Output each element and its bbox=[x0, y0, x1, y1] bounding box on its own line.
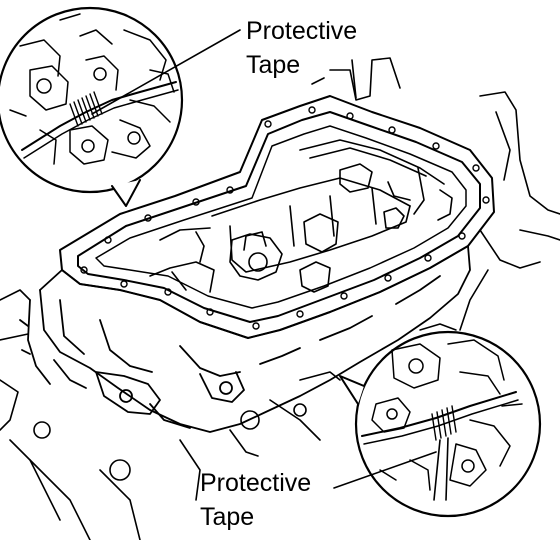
label-bottom-line2: Tape bbox=[200, 503, 255, 531]
protective-tape-label-bottom: Protective Tape bbox=[200, 466, 311, 534]
protective-tape-label-top: Protective Tape bbox=[246, 14, 357, 82]
leader-line-top bbox=[91, 29, 241, 115]
leader-line-bottom bbox=[333, 451, 437, 489]
protective-tape-hatch-bottom bbox=[431, 405, 457, 441]
oil-pan-side-wall bbox=[19, 245, 471, 433]
label-top-line2: Tape bbox=[246, 51, 301, 79]
leader-line-top-2 bbox=[311, 77, 325, 85]
detail-inset-bottom bbox=[339, 323, 542, 518]
label-top-line1: Protective bbox=[246, 17, 358, 45]
engine-block-background bbox=[0, 57, 560, 540]
label-bottom-line1: Protective bbox=[200, 469, 312, 497]
detail-inset-top bbox=[0, 6, 184, 207]
oil-pan-interior bbox=[149, 139, 453, 293]
